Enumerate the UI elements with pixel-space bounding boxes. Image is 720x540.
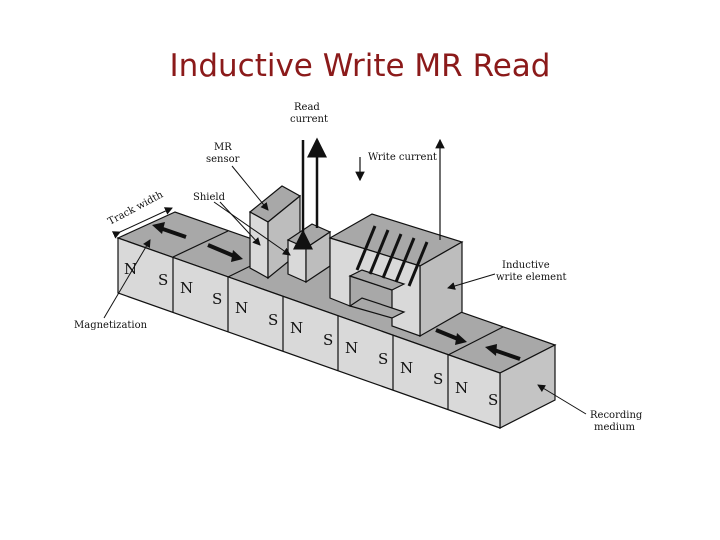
inductive-write-label: write element bbox=[496, 272, 567, 283]
write-current-label: Write current bbox=[368, 152, 437, 163]
pole-label: S bbox=[268, 311, 278, 329]
inductive-write-element bbox=[328, 213, 464, 338]
read-current-leads bbox=[293, 137, 327, 250]
recording-medium-label: medium bbox=[594, 422, 635, 433]
pole-label: N bbox=[290, 319, 303, 337]
pole-label: N bbox=[180, 279, 193, 297]
read-current-label: current bbox=[290, 114, 328, 125]
read-current-label: Read bbox=[294, 102, 320, 113]
pole-label: S bbox=[158, 271, 168, 289]
inductive-write-label: Inductive bbox=[502, 260, 550, 271]
recording-medium-label: Recording bbox=[590, 410, 643, 421]
pole-label: S bbox=[433, 370, 443, 388]
medium-front bbox=[117, 237, 501, 429]
write-current-leads bbox=[355, 138, 445, 240]
shield-label: Shield bbox=[193, 192, 226, 203]
slide-title: Inductive Write MR Read bbox=[169, 48, 551, 84]
magnetization-label: Magnetization bbox=[74, 320, 148, 331]
pole-label: S bbox=[378, 350, 388, 368]
pole-label: S bbox=[323, 331, 333, 349]
pole-label: S bbox=[488, 391, 498, 409]
pole-label: N bbox=[124, 260, 137, 278]
mr-sensor-label: MR bbox=[214, 142, 232, 153]
pole-label: N bbox=[455, 379, 468, 397]
pole-label: N bbox=[400, 359, 413, 377]
pole-label: S bbox=[212, 290, 222, 308]
pole-label: N bbox=[235, 299, 248, 317]
mr-sensor-label: sensor bbox=[206, 154, 240, 165]
pole-label: N bbox=[345, 339, 358, 357]
